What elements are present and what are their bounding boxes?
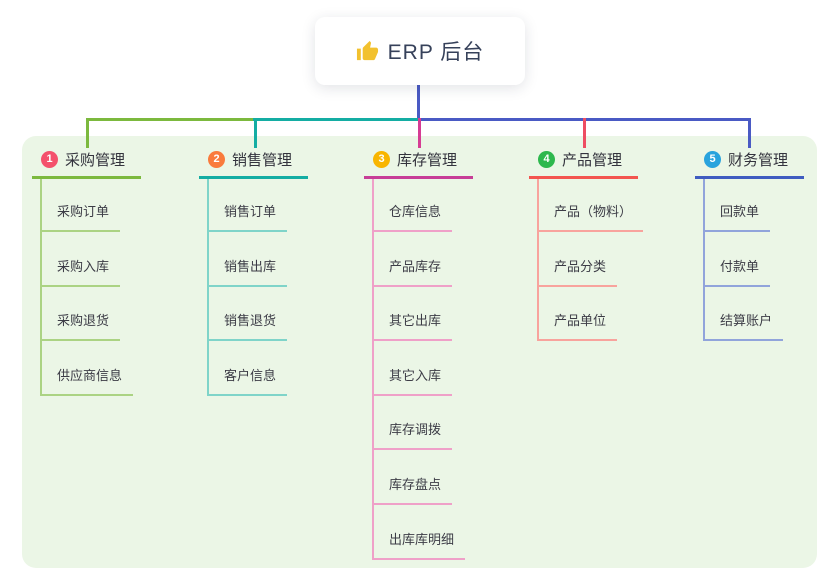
- node-3-5[interactable]: 库存调拨: [372, 421, 453, 450]
- node-4-1[interactable]: 产品（物料）: [537, 203, 644, 232]
- bus-line-teal: [253, 118, 420, 121]
- node-2-1[interactable]: 销售订单: [207, 203, 288, 232]
- node-2-2[interactable]: 销售出库: [207, 258, 288, 287]
- node-5-2[interactable]: 付款单: [703, 258, 771, 287]
- node-4-2[interactable]: 产品分类: [537, 258, 618, 287]
- branch-header-3[interactable]: 3 库存管理: [364, 148, 474, 179]
- branch-label-3: 库存管理: [397, 151, 458, 169]
- drop-line-2: [254, 118, 257, 148]
- branch-spine-5: [703, 179, 705, 341]
- branch-number-badge-2: 2: [208, 150, 225, 168]
- drop-line-3: [418, 118, 421, 148]
- node-2-3[interactable]: 销售退货: [207, 312, 288, 341]
- node-3-7[interactable]: 出库库明细: [372, 531, 466, 560]
- branch-header-4[interactable]: 4 产品管理: [529, 148, 639, 179]
- branch-label-2: 销售管理: [232, 151, 293, 169]
- branch-spine-4: [537, 179, 539, 341]
- branch-number-badge-4: 4: [538, 150, 555, 168]
- node-1-3[interactable]: 采购退货: [40, 312, 121, 341]
- node-3-4[interactable]: 其它入库: [372, 367, 453, 396]
- node-1-4[interactable]: 供应商信息: [40, 367, 134, 396]
- branch-number-badge-3: 3: [373, 150, 390, 168]
- node-3-2[interactable]: 产品库存: [372, 258, 453, 287]
- branch-label-4: 产品管理: [562, 151, 623, 169]
- drop-line-5: [748, 118, 751, 148]
- root-title: ERP 后台: [387, 41, 485, 64]
- branch-label-5: 财务管理: [728, 151, 789, 169]
- branch-number-badge-1: 1: [41, 150, 58, 168]
- node-3-1[interactable]: 仓库信息: [372, 203, 453, 232]
- thumbs-up-icon: [356, 40, 379, 63]
- mindmap-panel: [22, 136, 817, 568]
- drop-line-1: [86, 118, 89, 148]
- drop-line-4: [583, 118, 586, 148]
- node-1-2[interactable]: 采购入库: [40, 258, 121, 287]
- node-4-3[interactable]: 产品单位: [537, 312, 618, 341]
- root-node[interactable]: ERP 后台: [315, 17, 525, 85]
- node-5-1[interactable]: 回款单: [703, 203, 771, 232]
- branch-header-1[interactable]: 1 采购管理: [32, 148, 142, 179]
- branch-header-5[interactable]: 5 财务管理: [695, 148, 805, 179]
- node-3-6[interactable]: 库存盘点: [372, 476, 453, 505]
- branch-number-badge-5: 5: [704, 150, 721, 168]
- branch-header-2[interactable]: 2 销售管理: [199, 148, 309, 179]
- node-5-3[interactable]: 结算账户: [703, 312, 784, 341]
- branch-spine-1: [40, 179, 42, 396]
- bus-line-green: [86, 118, 256, 121]
- branch-label-1: 采购管理: [65, 151, 126, 169]
- node-3-3[interactable]: 其它出库: [372, 312, 453, 341]
- branch-spine-2: [207, 179, 209, 396]
- node-1-1[interactable]: 采购订单: [40, 203, 121, 232]
- branch-spine-3: [372, 179, 374, 560]
- root-stem-line: [417, 85, 420, 121]
- node-2-4[interactable]: 客户信息: [207, 367, 288, 396]
